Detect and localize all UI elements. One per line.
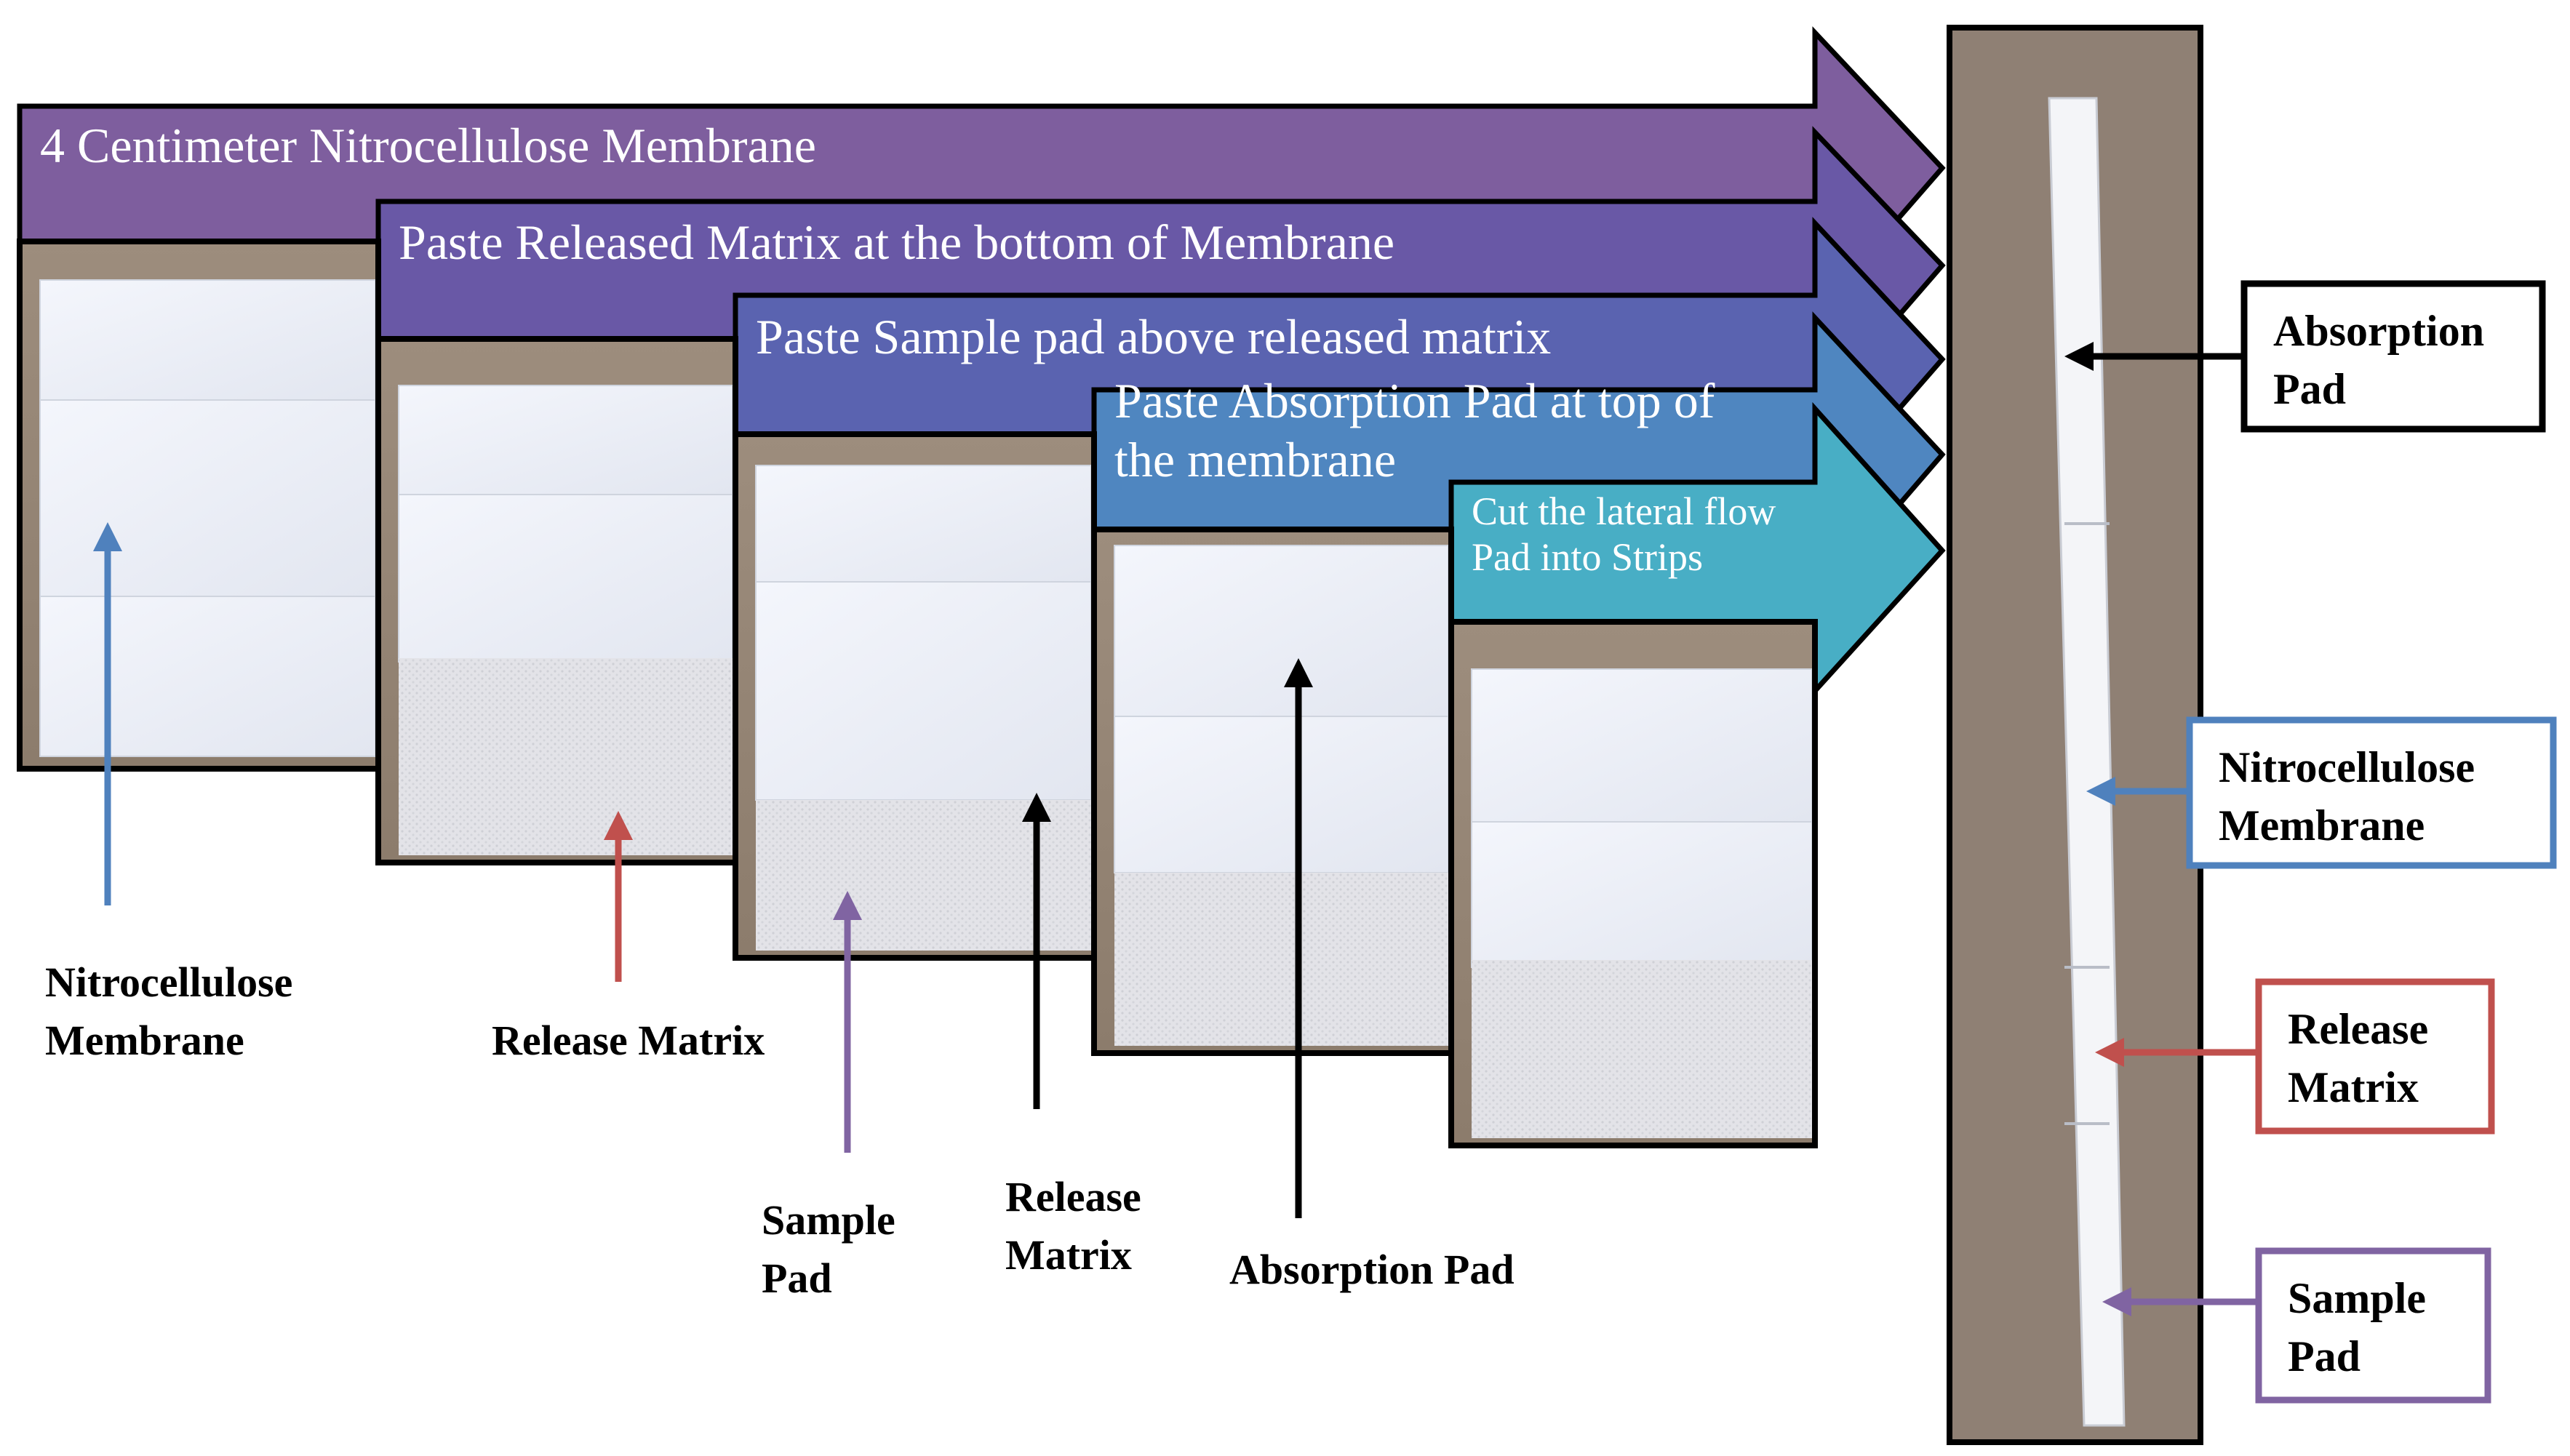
step-2-photo <box>375 336 738 865</box>
photo-label-2-arrow-head <box>604 811 633 840</box>
strip-label-1-box <box>2240 280 2546 433</box>
membrane-layer <box>1114 716 1449 873</box>
final-strip-photo <box>1947 25 2203 1445</box>
step-banner-texts: 4 Centimeter Nitrocellulose MembranePast… <box>40 118 1776 579</box>
photo-label-5-line-1: Absorption Pad <box>1229 1246 1515 1293</box>
membrane-layer <box>1114 545 1449 717</box>
step-1-text-line-1: 4 Centimeter Nitrocellulose Membrane <box>40 118 816 173</box>
photo-label-2: Release Matrix <box>492 811 765 1064</box>
strip-label-3-line-2: Matrix <box>2288 1063 2419 1111</box>
fabric-pad-layer <box>399 658 733 855</box>
step-3-text-line-1: Paste Sample pad above released matrix <box>756 309 1551 364</box>
strip-label-1-line-1: Absorption <box>2273 307 2484 355</box>
membrane-layer <box>1471 668 1813 823</box>
photo-label-5: Absorption Pad <box>1229 658 1515 1293</box>
photo-frame <box>1448 619 1818 1148</box>
photo-label-5-arrow-head <box>1284 658 1313 687</box>
strip-label-4-arrow-head <box>2102 1287 2131 1316</box>
photo-label-1-line-1: Nitrocellulose <box>45 959 292 1006</box>
step-3-photo <box>733 431 1097 961</box>
strip-label-2-box <box>2186 716 2557 869</box>
photo-label-4-line-2: Matrix <box>1005 1231 1132 1279</box>
membrane-layer <box>398 494 733 663</box>
step-1-photo <box>17 239 381 772</box>
membrane-layer <box>39 279 376 401</box>
step-4-text-line-1: Paste Absorption Pad at top of <box>1114 373 1715 428</box>
photo-label-1-line-2: Membrane <box>45 1017 244 1064</box>
lateral-flow-strip <box>2048 97 2126 1427</box>
step-5-text-line-1: Cut the lateral flow <box>1472 489 1776 533</box>
fabric-pad-layer <box>1472 960 1812 1138</box>
strip-label-3-arrow-head <box>2095 1038 2124 1067</box>
step-4-text-line-2: the membrane <box>1114 432 1396 487</box>
photo-label-3-line-2: Pad <box>762 1255 832 1302</box>
strip-label-4-line-2: Pad <box>2288 1332 2361 1380</box>
strip-label-4-box <box>2255 1247 2491 1404</box>
strip-label-1-line-2: Pad <box>2273 365 2346 413</box>
step-4-photo <box>1091 527 1454 1056</box>
step-5-photo <box>1448 619 1818 1148</box>
photo-label-4-arrow-head <box>1022 793 1051 822</box>
membrane-layer <box>39 399 376 597</box>
membrane-layer <box>1471 821 1813 968</box>
membrane-layer <box>755 465 1092 586</box>
fabric-pad-layer <box>1114 873 1448 1046</box>
photo-label-3-line-1: Sample <box>762 1196 895 1244</box>
fabric-pad-layer <box>756 800 1091 951</box>
step-banners <box>17 26 1946 698</box>
strip-annotations: AbsorptionPadNitrocelluloseMembraneRelea… <box>2064 280 2557 1404</box>
strip-label-4-line-1: Sample <box>2288 1274 2426 1322</box>
photo-label-4-line-1: Release <box>1005 1173 1141 1220</box>
photo-label-1-arrow-head <box>93 522 122 551</box>
strip-label-2-line-1: Nitrocellulose <box>2219 743 2475 791</box>
step-2-text-line-1: Paste Released Matrix at the bottom of M… <box>399 215 1394 270</box>
strip-label-1-arrow-head <box>2064 342 2094 371</box>
membrane-layer <box>398 385 733 495</box>
step-5-text-line-2: Pad into Strips <box>1472 535 1703 579</box>
membrane-layer <box>755 581 1092 801</box>
step-photos <box>17 239 1818 1148</box>
strip-label-3-line-1: Release <box>2288 1005 2428 1053</box>
photo-label-3-arrow-head <box>833 891 862 920</box>
membrane-layer <box>39 596 376 757</box>
strip-label-2-arrow-head <box>2086 777 2115 806</box>
strip-label-2-line-2: Membrane <box>2219 801 2425 849</box>
strip-label-3-box <box>2255 978 2495 1135</box>
photo-label-2-line-1: Release Matrix <box>492 1017 765 1064</box>
